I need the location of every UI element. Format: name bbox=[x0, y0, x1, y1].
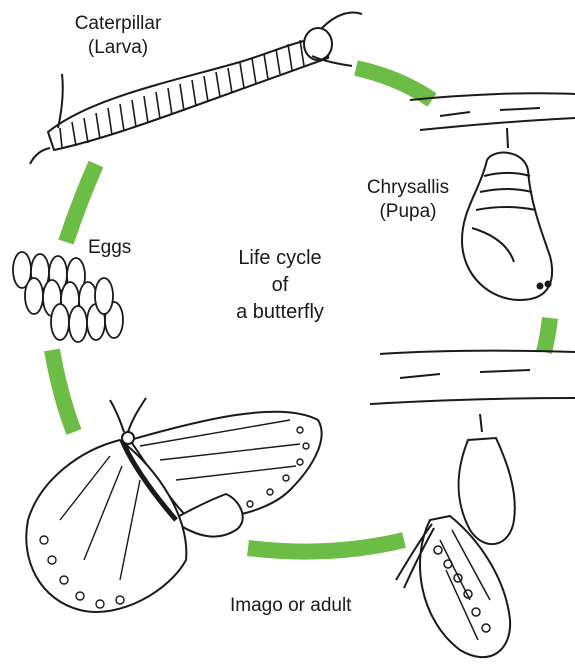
arc-adult-to-eggs-left bbox=[52, 350, 74, 432]
diagram-title-line3: a butterfly bbox=[200, 299, 360, 326]
caterpillar-label-line1: Caterpillar bbox=[72, 12, 164, 36]
diagram-title-line2: of bbox=[200, 272, 360, 299]
caterpillar-label-line2: (Larva) bbox=[72, 36, 164, 60]
arc-chrysalis-to-emerging bbox=[544, 318, 550, 352]
adult-label: Imago or adult bbox=[230, 594, 351, 618]
chrysalis-label-line2: (Pupa) bbox=[362, 200, 454, 224]
diagram-title-line1: Life cycle bbox=[200, 245, 360, 272]
emerging-butterfly-illustration bbox=[370, 351, 575, 657]
eggs-illustration bbox=[13, 252, 123, 342]
arc-adult-to-eggs-bottom bbox=[248, 540, 404, 552]
chrysalis-label-line1: Chrysallis bbox=[362, 176, 454, 200]
diagram-title: Life cycle of a butterfly bbox=[200, 245, 360, 326]
caterpillar-label: Caterpillar (Larva) bbox=[72, 12, 164, 60]
arc-eggs-to-caterpillar bbox=[66, 164, 96, 242]
chrysalis-label: Chrysallis (Pupa) bbox=[362, 176, 454, 224]
arc-caterpillar-to-chrysalis bbox=[356, 68, 432, 100]
eggs-label: Eggs bbox=[88, 236, 131, 260]
